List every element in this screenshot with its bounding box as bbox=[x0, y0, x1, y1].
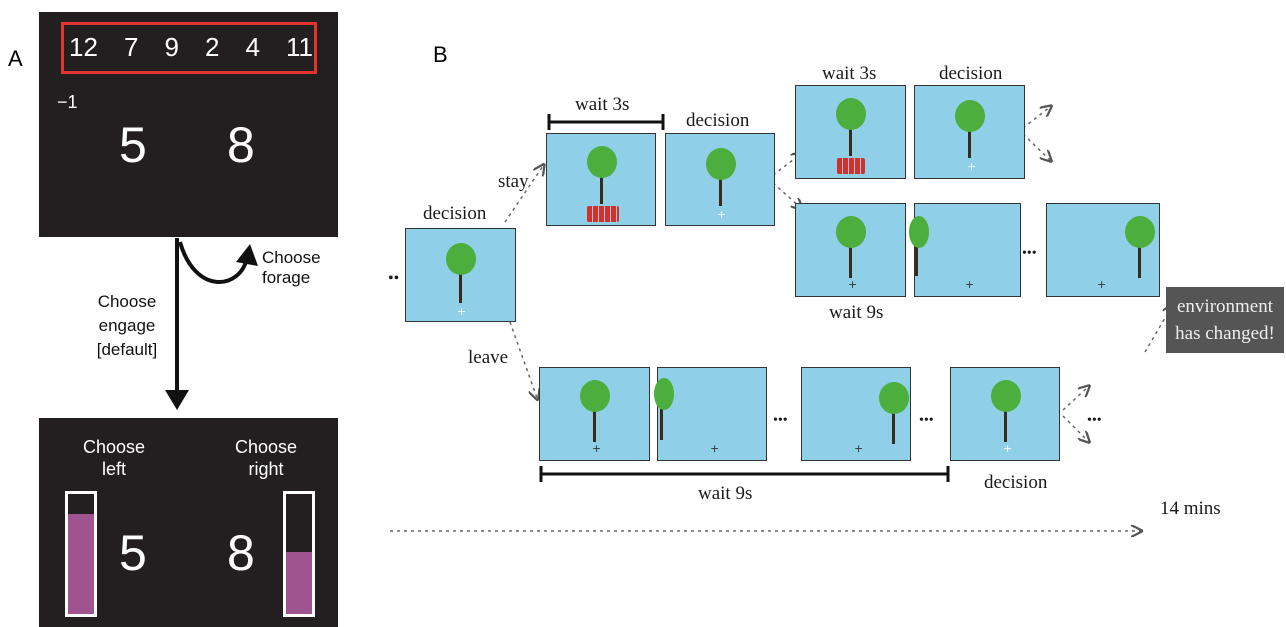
sequence-item: 7 bbox=[123, 32, 139, 62]
screen-travel-1: + bbox=[795, 203, 906, 297]
fixation-cross-icon: + bbox=[457, 305, 467, 318]
engage-label: Choose engage [default] bbox=[96, 292, 158, 359]
top-left-value: 5 bbox=[119, 117, 147, 173]
wait-3s-label-2: wait 3s bbox=[822, 63, 877, 84]
tree-icon bbox=[991, 380, 1021, 442]
forage-label: Choose forage bbox=[262, 248, 321, 287]
top-right-value: 8 bbox=[227, 117, 255, 173]
screen-leave-decision: + bbox=[950, 367, 1060, 461]
screen-leave-2: + bbox=[654, 367, 767, 461]
panel-b-label: B bbox=[433, 42, 448, 67]
decision-label-3: decision bbox=[939, 63, 1003, 84]
bottom-end-arrow-down bbox=[1062, 415, 1088, 441]
wait-3s-label-1: wait 3s bbox=[575, 94, 630, 115]
leave-arrow bbox=[509, 321, 537, 398]
wait-9s-label-2: wait 9s bbox=[698, 483, 753, 504]
tree-icon bbox=[836, 98, 866, 156]
ellipsis: ••• bbox=[1087, 413, 1102, 428]
tree-icon bbox=[909, 216, 931, 276]
choice-screen: Choose left Choose right 5 8 bbox=[39, 418, 338, 627]
fixation-cross-icon: + bbox=[1003, 442, 1013, 455]
fixation-cross-icon: + bbox=[854, 442, 864, 455]
left-choice-label: Choose left bbox=[82, 437, 146, 479]
fixation-cross-icon: + bbox=[965, 278, 975, 291]
fixation-cross-icon: + bbox=[592, 442, 602, 455]
environment-changed-box: environment has changed! bbox=[1166, 287, 1284, 353]
ellipsis: ••• bbox=[773, 413, 788, 428]
leave-label: leave bbox=[468, 347, 509, 368]
decision-label-2: decision bbox=[686, 110, 750, 131]
bottom-left-value: 5 bbox=[119, 525, 147, 581]
decision-label-4: decision bbox=[984, 472, 1048, 493]
tree-icon bbox=[580, 380, 610, 442]
fixation-cross-icon: + bbox=[1097, 278, 1107, 291]
engage-arrow-head bbox=[165, 390, 189, 410]
tree-icon bbox=[587, 146, 617, 204]
start-dots: •• bbox=[388, 270, 400, 287]
screen-travel-3: + bbox=[1046, 203, 1160, 297]
duration-label: 14 mins bbox=[1160, 498, 1221, 519]
top-end-arrow-up bbox=[1022, 107, 1050, 129]
penalty-value: −1 bbox=[57, 92, 78, 112]
right-bar-fill bbox=[286, 551, 312, 614]
fixation-cross-icon: + bbox=[710, 442, 720, 455]
screen-start: + bbox=[405, 228, 516, 322]
ellipsis: ••• bbox=[919, 413, 934, 428]
forage-arrow-shaft bbox=[178, 241, 249, 284]
fixation-cross-icon: + bbox=[848, 278, 858, 291]
sequence-item: 11 bbox=[285, 32, 313, 62]
screen-leave-1: + bbox=[539, 367, 650, 461]
sequence-item: 9 bbox=[164, 32, 179, 62]
bottom-right-value: 8 bbox=[227, 525, 255, 581]
left-value-bar bbox=[65, 491, 97, 617]
fixation-cross-icon: + bbox=[717, 208, 727, 221]
sequence-item: 4 bbox=[245, 32, 260, 62]
screen-stay-wait-2 bbox=[795, 85, 906, 179]
tree-icon bbox=[836, 216, 866, 278]
screen-decision-3: + bbox=[914, 85, 1025, 179]
apples-icon bbox=[587, 206, 619, 222]
forage-arrow-head bbox=[236, 244, 258, 266]
ellipsis: ••• bbox=[1022, 246, 1037, 261]
sequence-row: 12 7 9 2 4 11 bbox=[69, 32, 313, 66]
stay-arrow bbox=[504, 166, 543, 223]
bottom-end-arrow-up bbox=[1062, 387, 1088, 411]
tree-icon bbox=[446, 243, 476, 303]
tree-icon bbox=[955, 100, 985, 158]
tree-icon bbox=[879, 382, 909, 444]
tree-icon bbox=[706, 148, 736, 206]
tree-icon bbox=[1125, 216, 1155, 278]
sequence-item: 12 bbox=[69, 32, 98, 62]
sequence-frame bbox=[61, 22, 317, 74]
sequence-item: 2 bbox=[204, 32, 220, 62]
fixation-cross-icon: + bbox=[967, 160, 977, 173]
screen-decision-2: + bbox=[665, 133, 775, 226]
screen-stay-wait bbox=[546, 133, 656, 226]
decision-label-start: decision bbox=[423, 203, 487, 224]
wait-9s-label-1: wait 9s bbox=[829, 302, 884, 323]
top-end-arrow-down bbox=[1022, 133, 1050, 160]
right-choice-label: Choose right bbox=[234, 437, 298, 479]
screen-travel-2: + bbox=[909, 203, 1021, 297]
tree-icon bbox=[654, 378, 676, 440]
left-bar-fill bbox=[68, 514, 94, 614]
stay-label: stay bbox=[498, 171, 529, 192]
engage-screen: 12 7 9 2 4 11 −1 5 8 bbox=[39, 12, 338, 237]
screen-leave-3: + bbox=[801, 367, 911, 461]
right-value-bar bbox=[283, 491, 315, 617]
apples-icon bbox=[837, 158, 865, 174]
panel-a-label: A bbox=[8, 46, 23, 71]
